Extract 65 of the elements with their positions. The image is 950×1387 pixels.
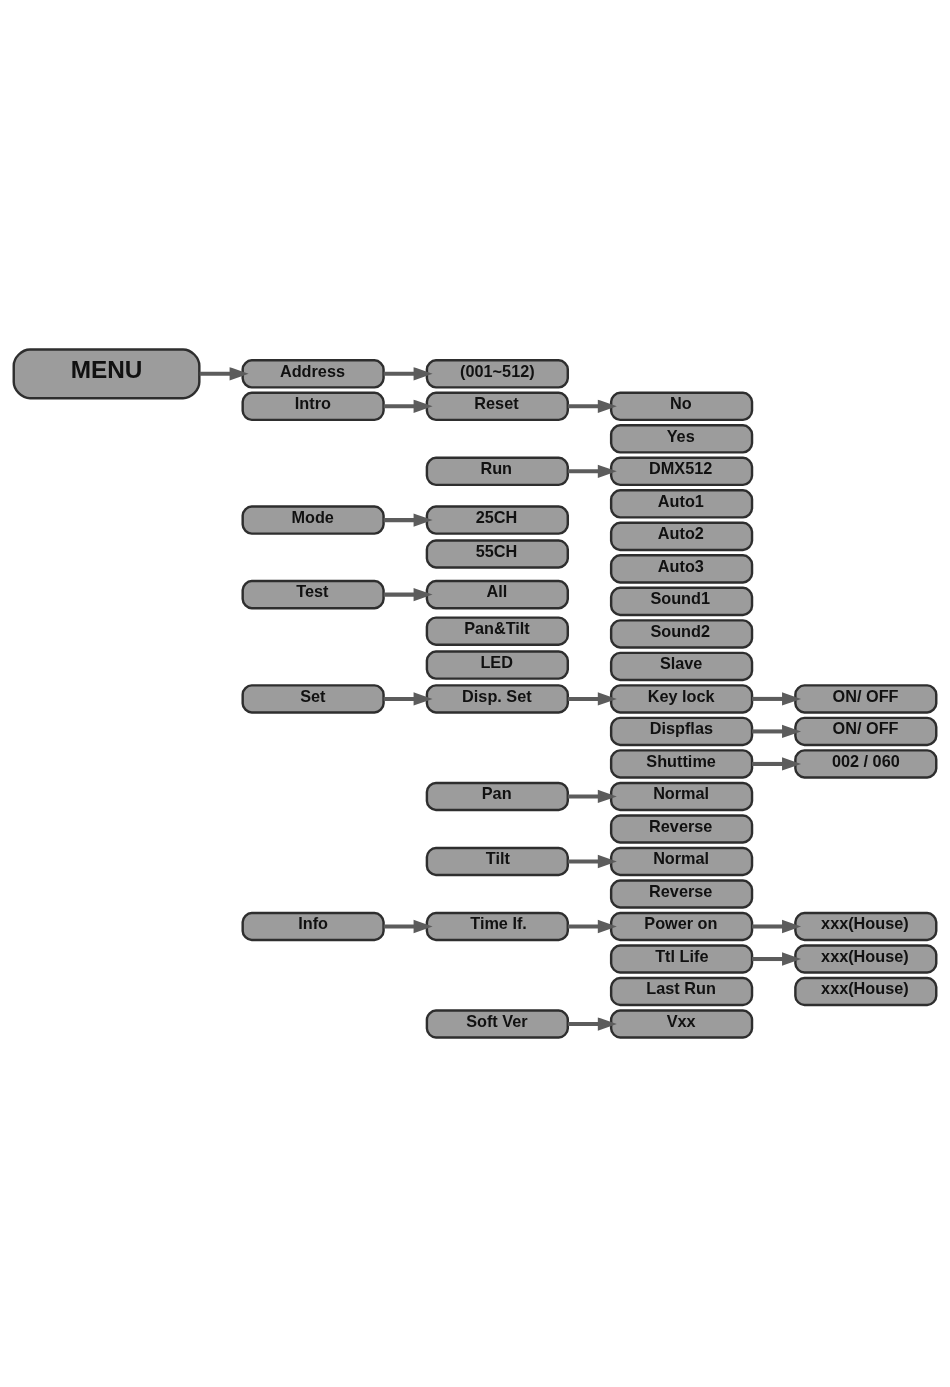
node-box: Ttl Life xyxy=(609,944,754,974)
node-box: Soft Ver xyxy=(425,1009,569,1039)
node-box: Run xyxy=(425,456,569,487)
arrow xyxy=(752,724,802,739)
node-box: Pan xyxy=(425,781,569,812)
node-box: (001~512) xyxy=(425,359,569,389)
arrow xyxy=(752,757,802,771)
node-box: Tilt xyxy=(425,846,569,877)
arrow xyxy=(567,919,617,934)
node-box: Power on xyxy=(609,911,754,942)
node-box: Info xyxy=(241,911,385,942)
arrow xyxy=(567,789,617,804)
node-box: LED xyxy=(425,650,569,680)
node-box: Time If. xyxy=(425,911,569,942)
arrow xyxy=(752,952,802,966)
node-box: Reverse xyxy=(609,814,754,844)
node-box: Auto3 xyxy=(609,554,754,584)
node-box: Reset xyxy=(425,391,569,422)
node-box: DMX512 xyxy=(609,456,754,487)
node-box: Last Run xyxy=(609,976,754,1007)
node-box: Normal xyxy=(609,846,754,877)
node-box: Dispflas xyxy=(609,716,754,747)
node-box: Auto2 xyxy=(609,521,754,552)
arrow xyxy=(567,464,617,478)
arrow xyxy=(199,367,249,381)
node-box: Set xyxy=(241,684,385,714)
node-box: Slave xyxy=(609,651,754,682)
node-box: Auto1 xyxy=(609,489,754,519)
arrow xyxy=(383,587,433,602)
arrow xyxy=(567,854,617,869)
arrow xyxy=(567,399,617,413)
node-box: ON/ OFF xyxy=(794,716,938,747)
arrow xyxy=(567,692,617,706)
node-box: Intro xyxy=(241,391,385,422)
node-box: 002 / 060 xyxy=(794,749,938,779)
arrow xyxy=(752,919,802,934)
node-box: Key lock xyxy=(609,684,754,714)
node-box: Reverse xyxy=(609,879,754,909)
node-box: All xyxy=(425,579,569,610)
node-box: xxx(House) xyxy=(794,911,938,942)
arrow xyxy=(383,367,433,381)
arrow xyxy=(383,919,433,934)
node-box: Sound1 xyxy=(609,586,754,617)
arrow xyxy=(752,692,802,706)
arrow xyxy=(383,692,433,706)
node-box: Normal xyxy=(609,781,754,812)
node-box: Sound2 xyxy=(609,619,754,649)
node-box: Shuttime xyxy=(609,749,754,779)
node-box: Disp. Set xyxy=(425,684,569,714)
node-box: Test xyxy=(241,579,385,610)
node-box: Vxx xyxy=(609,1009,754,1039)
node-box: Pan&Tilt xyxy=(425,616,569,646)
node-box: No xyxy=(609,391,754,422)
node-box: Address xyxy=(241,359,385,389)
node-box: Mode xyxy=(241,505,385,535)
node-box: ON/ OFF xyxy=(794,684,938,714)
arrow xyxy=(567,1017,617,1031)
node-box: xxx(House) xyxy=(794,944,938,974)
node-box: Yes xyxy=(609,424,754,454)
node-box: xxx(House) xyxy=(794,976,938,1007)
node-box: MENU xyxy=(12,348,201,400)
node-box: 55CH xyxy=(425,539,569,569)
arrow xyxy=(383,399,433,413)
node-box: 25CH xyxy=(425,505,569,535)
arrow xyxy=(383,513,433,527)
